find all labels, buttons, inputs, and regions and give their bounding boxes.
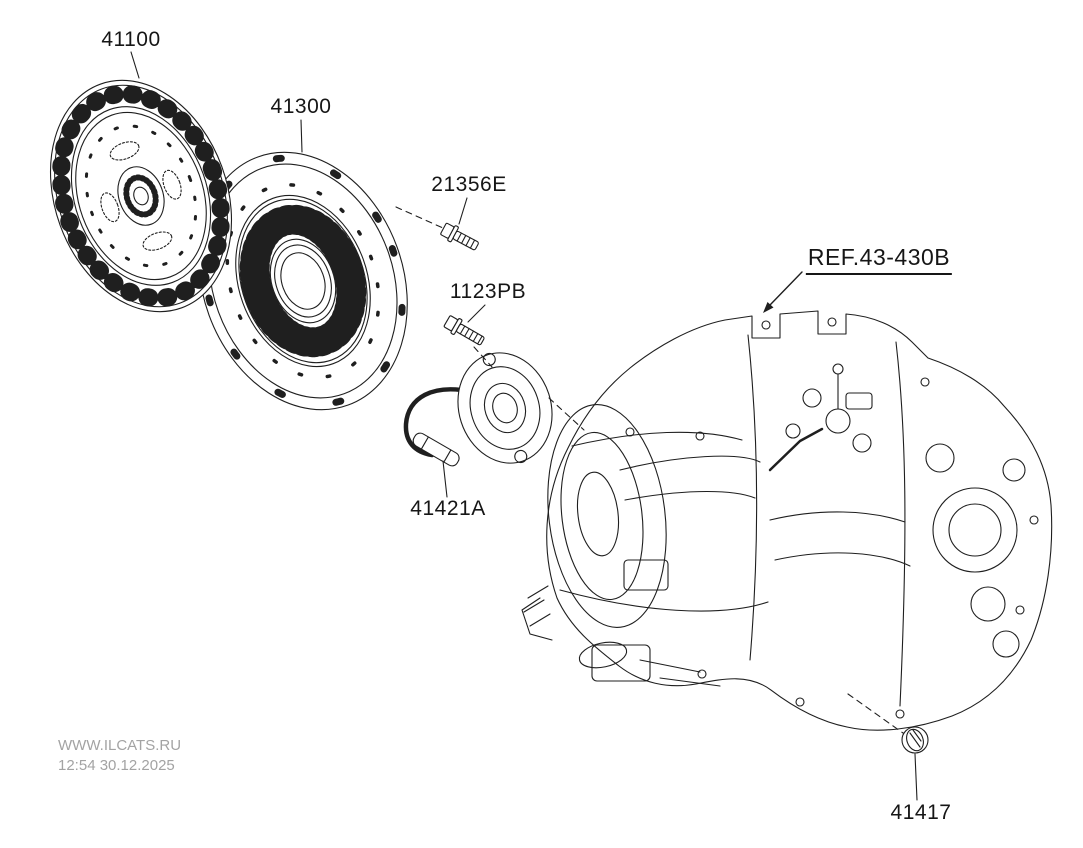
part-label-1123pb: 1123PB: [449, 280, 527, 303]
bolt-1123pb-drawing: [443, 315, 485, 346]
bolt-21356e-drawing: [440, 222, 479, 251]
part-label-41300: 41300: [270, 95, 332, 118]
plug-41417-drawing: [901, 726, 929, 754]
clutch-disc-drawing: [49, 79, 233, 313]
watermark: WWW.ILCATS.RU 12:54 30.12.2025: [58, 736, 181, 775]
ref-label-43-430b: REF.43-430B: [805, 244, 953, 275]
part-label-21356e: 21356E: [431, 173, 507, 196]
clutch-cover-drawing: [198, 151, 408, 411]
part-label-41421a: 41421A: [410, 497, 486, 520]
release-cylinder-drawing: [403, 352, 553, 467]
leader-lines: [130, 51, 918, 801]
part-label-41100: 41100: [101, 28, 161, 51]
assembly-dashed-lines: [395, 206, 904, 734]
part-label-41417: 41417: [890, 801, 952, 824]
watermark-timestamp: 12:54 30.12.2025: [58, 756, 175, 774]
watermark-site: WWW.ILCATS.RU: [58, 737, 182, 754]
transmission-drawing: [521, 310, 1053, 731]
